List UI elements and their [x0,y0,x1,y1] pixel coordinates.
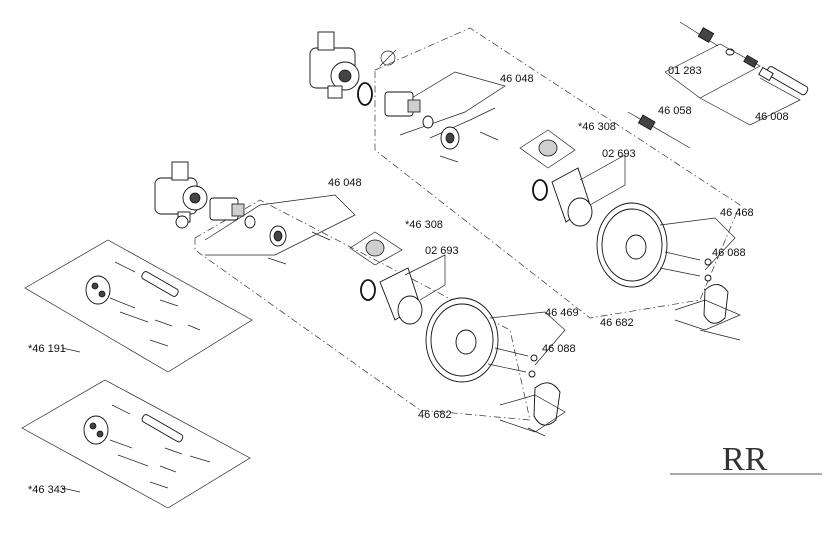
label-upper-cartridge: 46 048 [500,73,534,85]
upper-cap-icon [538,139,558,157]
kit-b-panel [21,379,251,509]
lower-cartridge-icon [209,197,256,229]
upper-cartridge-icon [384,91,434,129]
upper-sleeve-o-ring [532,179,548,201]
label-upper-cap: *46 308 [578,121,616,133]
upper-assembly [309,21,809,341]
label-lower-cartridge: 46 048 [328,177,362,189]
kit-a-panel [24,239,253,373]
label-lower-sleeve: 02 693 [425,245,459,257]
upper-trim-plate-icon [596,202,668,288]
lower-plug-icon [175,215,189,229]
crossed-out-icon [379,49,397,67]
upper-stem-leader [664,43,761,99]
lower-trim-plate-icon [425,297,499,383]
lower-cap-icon [365,239,385,257]
lower-valve-body-icon [154,161,208,223]
label-upper-sleeve: 02 693 [602,148,636,160]
lower-lever-handle-icon [533,382,561,426]
lower-assembly [154,161,566,437]
upper-extension-icon [627,111,691,149]
label-lower-trim: 46 682 [418,409,452,421]
upper-assembly-outline [374,27,741,319]
upper-stem-icon [679,21,759,69]
label-upper-trim: 46 682 [600,317,634,329]
upper-cap-leader [519,129,576,169]
label-kit-a: *46 191 [28,343,66,355]
label-upper-rod: 46 008 [755,111,789,123]
lower-sleeve-o-ring [360,279,376,301]
upper-screw [439,155,459,163]
label-lower-cap: *46 308 [405,219,443,231]
upper-screw-1 [664,251,701,261]
kit-b-cartridge-icon [83,415,109,445]
label-upper-screws-a: 46 468 [720,207,754,219]
lower-cap-leader [349,231,403,266]
label-kit-b: *46 343 [28,484,66,496]
lower-sleeve-icon [379,267,423,325]
label-upper-extension: 46 058 [658,105,692,117]
upper-lever-handle-icon [703,284,729,324]
label-lower-screws-b: 46 088 [542,343,576,355]
label-upper-stem: 01 283 [668,65,702,77]
upper-valve-body-icon [309,31,360,99]
brand-logo: RR [670,441,822,478]
label-upper-screws-b: 46 088 [712,247,746,259]
upper-sleeve-icon [551,167,593,227]
label-lower-screws-a: 46 469 [545,307,579,319]
logo-text: RR [722,441,768,478]
kit-a-cartridge-icon [85,275,111,305]
lower-cartridge-leader [204,194,356,256]
lower-assembly-outline [194,199,531,421]
upper-o-ring [357,82,373,106]
upper-cartridge-leader [399,71,506,136]
upper-rod-icon [758,66,809,96]
